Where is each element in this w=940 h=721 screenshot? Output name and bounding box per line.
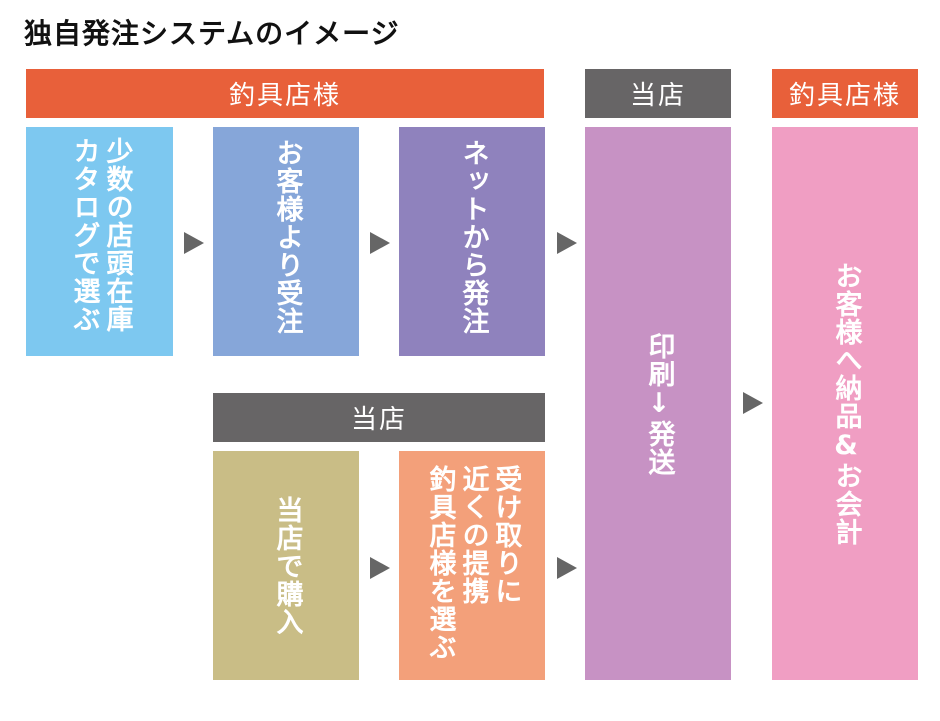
banner-tsuriguten-right: 釣具店様 — [772, 69, 918, 118]
card-pick-store-text: 受け取りに 近くの提携 釣具店様を選ぶ — [424, 465, 522, 661]
banner-touten-middle: 当店 — [213, 393, 545, 442]
banner-touten-top: 当店 — [585, 69, 731, 118]
card-print-ship: 印刷↓発送 — [585, 127, 731, 680]
card-deliver-pay: お客様へ納品&お会計 — [772, 127, 918, 680]
arrow-1-icon — [184, 232, 204, 254]
card-buy-at-store: 当店で購入 — [213, 451, 359, 680]
card-order-from-customer-text: お客様より受注 — [271, 139, 303, 335]
card-buy-at-store-text: 当店で購入 — [271, 495, 303, 636]
arrow-5-icon — [743, 392, 763, 414]
page-title: 独自発注システムのイメージ — [24, 17, 400, 50]
arrow-3-icon — [557, 232, 577, 254]
card-select-catalog: 少数の店頭在庫 カタログで選ぶ — [26, 127, 173, 356]
banner-tsuriguten-left: 釣具店様 — [26, 69, 544, 118]
arrow-2-icon — [370, 232, 390, 254]
arrow-6-icon — [557, 557, 577, 579]
card-order-online-text: ネットから発注 — [457, 139, 489, 335]
card-select-catalog-text: 少数の店頭在庫 カタログで選ぶ — [68, 137, 133, 333]
card-order-online: ネットから発注 — [399, 127, 545, 356]
card-pick-store: 受け取りに 近くの提携 釣具店様を選ぶ — [399, 451, 545, 680]
card-order-from-customer: お客様より受注 — [213, 127, 359, 356]
card-print-ship-text: 印刷↓発送 — [643, 331, 675, 476]
card-deliver-pay-text: お客様へ納品&お会計 — [830, 261, 862, 546]
arrow-4-icon — [370, 557, 390, 579]
